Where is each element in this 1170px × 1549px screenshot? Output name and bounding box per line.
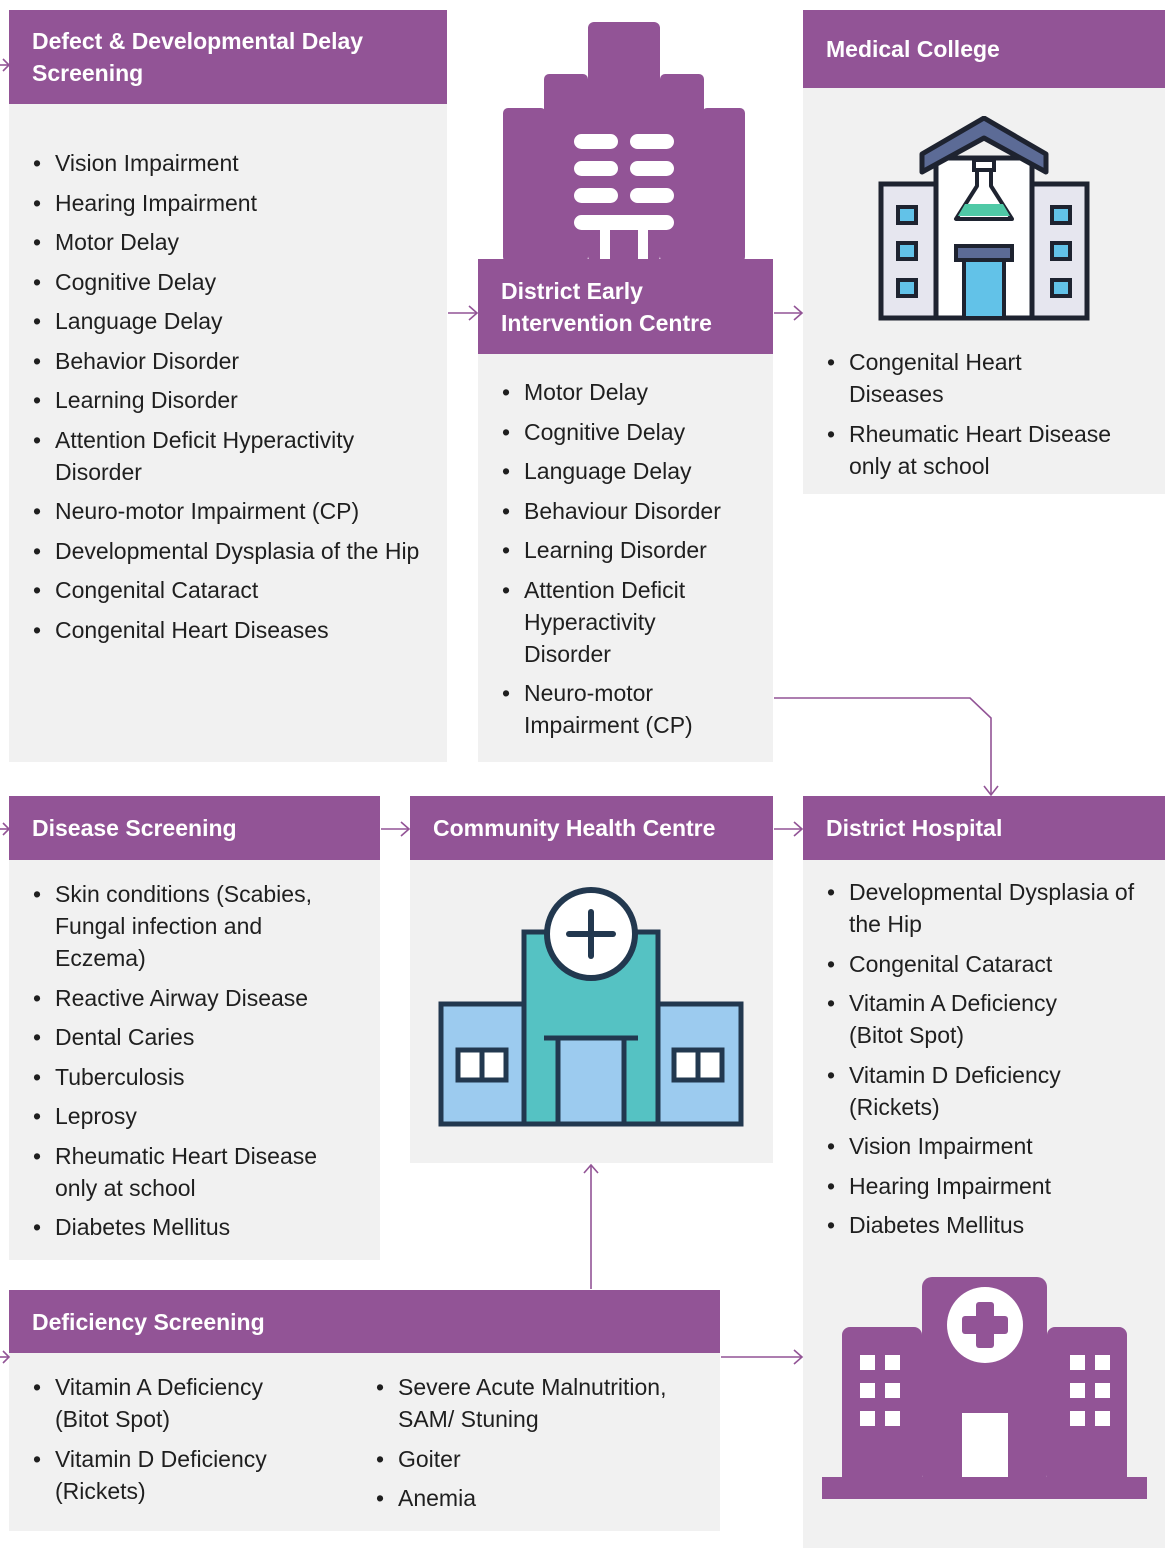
- arrow-deficiency-to-district-hospital: [721, 1349, 804, 1365]
- list-item: Vision Impairment: [33, 147, 433, 179]
- deic-header: District Early Intervention Centre: [478, 259, 773, 354]
- arrow-deic-to-medical-college: [774, 305, 804, 321]
- list-item: Motor Delay: [33, 226, 433, 258]
- list-item: Language Delay: [502, 455, 762, 487]
- deficiency-screening-header: Deficiency Screening: [9, 1290, 720, 1353]
- chc-header: Community Health Centre: [410, 796, 773, 860]
- list-item: Cognitive Delay: [502, 416, 762, 448]
- arrow-disease-to-chc: [381, 821, 411, 837]
- list-item: Hearing Impairment: [33, 187, 433, 219]
- office-building-icon: [503, 22, 745, 262]
- list-item: Hearing Impairment: [827, 1170, 1147, 1202]
- disease-screening-header: Disease Screening: [9, 796, 380, 860]
- list-item: Vision Impairment: [827, 1130, 1147, 1162]
- health-centre-building-icon: [438, 887, 744, 1127]
- defect-screening-header: Defect & Developmental Delay Screening: [9, 10, 447, 104]
- list-item: Congenital Heart Diseases: [33, 614, 433, 646]
- list-item: Behavior Disorder: [33, 345, 433, 377]
- arrow-deficiency-to-chc: [583, 1163, 599, 1289]
- list-item: Cognitive Delay: [33, 266, 433, 298]
- list-item: Anemia: [376, 1482, 706, 1514]
- district-hospital-list: Developmental Dysplasia of the Hip Conge…: [827, 876, 1147, 1249]
- list-item: Skin conditions (Scabies, Fungal infecti…: [33, 878, 355, 974]
- arrow-into-deficiency-screening: [0, 1350, 11, 1364]
- list-item: Language Delay: [33, 305, 433, 337]
- list-item: Congenital Heart Diseases: [827, 346, 1069, 410]
- list-item: Attention Deficit Hyperactivity Disorder: [502, 574, 704, 670]
- disease-screening-list: Skin conditions (Scabies, Fungal infecti…: [33, 878, 363, 1251]
- deficiency-screening-list-right: Severe Acute Malnutrition, SAM/ Stuning …: [376, 1371, 706, 1522]
- list-item: Vitamin A Deficiency (Bitot Spot): [33, 1371, 303, 1435]
- list-item: Vitamin A Deficiency (Bitot Spot): [827, 987, 1099, 1051]
- arrow-defect-to-deic: [448, 305, 479, 321]
- deic-list: Motor Delay Cognitive Delay Language Del…: [502, 376, 762, 749]
- list-item: Developmental Dysplasia of the Hip: [33, 535, 433, 567]
- list-item: Severe Acute Malnutrition, SAM/ Stuning: [376, 1371, 706, 1435]
- list-item: Dental Caries: [33, 1021, 363, 1053]
- defect-screening-list: Vision Impairment Hearing Impairment Mot…: [33, 147, 433, 653]
- list-item: Motor Delay: [502, 376, 762, 408]
- list-item: Learning Disorder: [502, 534, 762, 566]
- list-item: Neuro-motor Impairment (CP): [502, 677, 724, 741]
- list-item: Tuberculosis: [33, 1061, 363, 1093]
- list-item: Neuro-motor Impairment (CP): [33, 495, 433, 527]
- list-item: Rheumatic Heart Disease only at school: [33, 1140, 355, 1204]
- list-item: Vitamin D Deficiency (Rickets): [33, 1443, 303, 1507]
- list-item: Leprosy: [33, 1100, 363, 1132]
- laboratory-building-icon: [878, 116, 1090, 321]
- arrow-into-defect-screening: [0, 58, 11, 72]
- arrow-into-disease-screening: [0, 822, 11, 836]
- list-item: Attention Deficit Hyperactivity Disorder: [33, 424, 433, 488]
- deficiency-screening-list-left: Vitamin A Deficiency (Bitot Spot) Vitami…: [33, 1371, 303, 1514]
- arrow-deic-to-district-hospital: [774, 697, 999, 797]
- list-item: Diabetes Mellitus: [827, 1209, 1147, 1241]
- list-item: Learning Disorder: [33, 384, 433, 416]
- list-item: Developmental Dysplasia of the Hip: [827, 876, 1149, 940]
- list-item: Goiter: [376, 1443, 706, 1475]
- medical-college-header: Medical College: [803, 10, 1165, 88]
- list-item: Congenital Cataract: [827, 948, 1147, 980]
- arrow-chc-to-district-hospital: [774, 821, 804, 837]
- list-item: Vitamin D Deficiency (Rickets): [827, 1059, 1099, 1123]
- medical-college-list: Congenital Heart Diseases Rheumatic Hear…: [827, 346, 1147, 489]
- list-item: Congenital Cataract: [33, 574, 433, 606]
- list-item: Rheumatic Heart Disease only at school: [827, 418, 1147, 482]
- hospital-building-icon: [822, 1277, 1147, 1499]
- district-hospital-header: District Hospital: [803, 796, 1165, 860]
- list-item: Reactive Airway Disease: [33, 982, 363, 1014]
- list-item: Behaviour Disorder: [502, 495, 762, 527]
- list-item: Diabetes Mellitus: [33, 1211, 363, 1243]
